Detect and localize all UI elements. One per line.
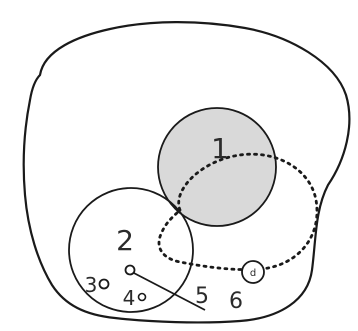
- label-1: 1: [211, 132, 229, 165]
- label-6: 6: [229, 289, 243, 314]
- label-3: 3: [85, 273, 98, 297]
- pointer-line-5: [130, 271, 205, 310]
- small-circle-3: [100, 280, 109, 289]
- small-circle-mark: d: [250, 268, 256, 279]
- small-circle-4: [139, 294, 146, 301]
- pointer-origin-circle: [126, 266, 135, 275]
- label-5: 5: [195, 284, 209, 309]
- label-2: 2: [116, 224, 134, 257]
- label-4: 4: [123, 286, 136, 310]
